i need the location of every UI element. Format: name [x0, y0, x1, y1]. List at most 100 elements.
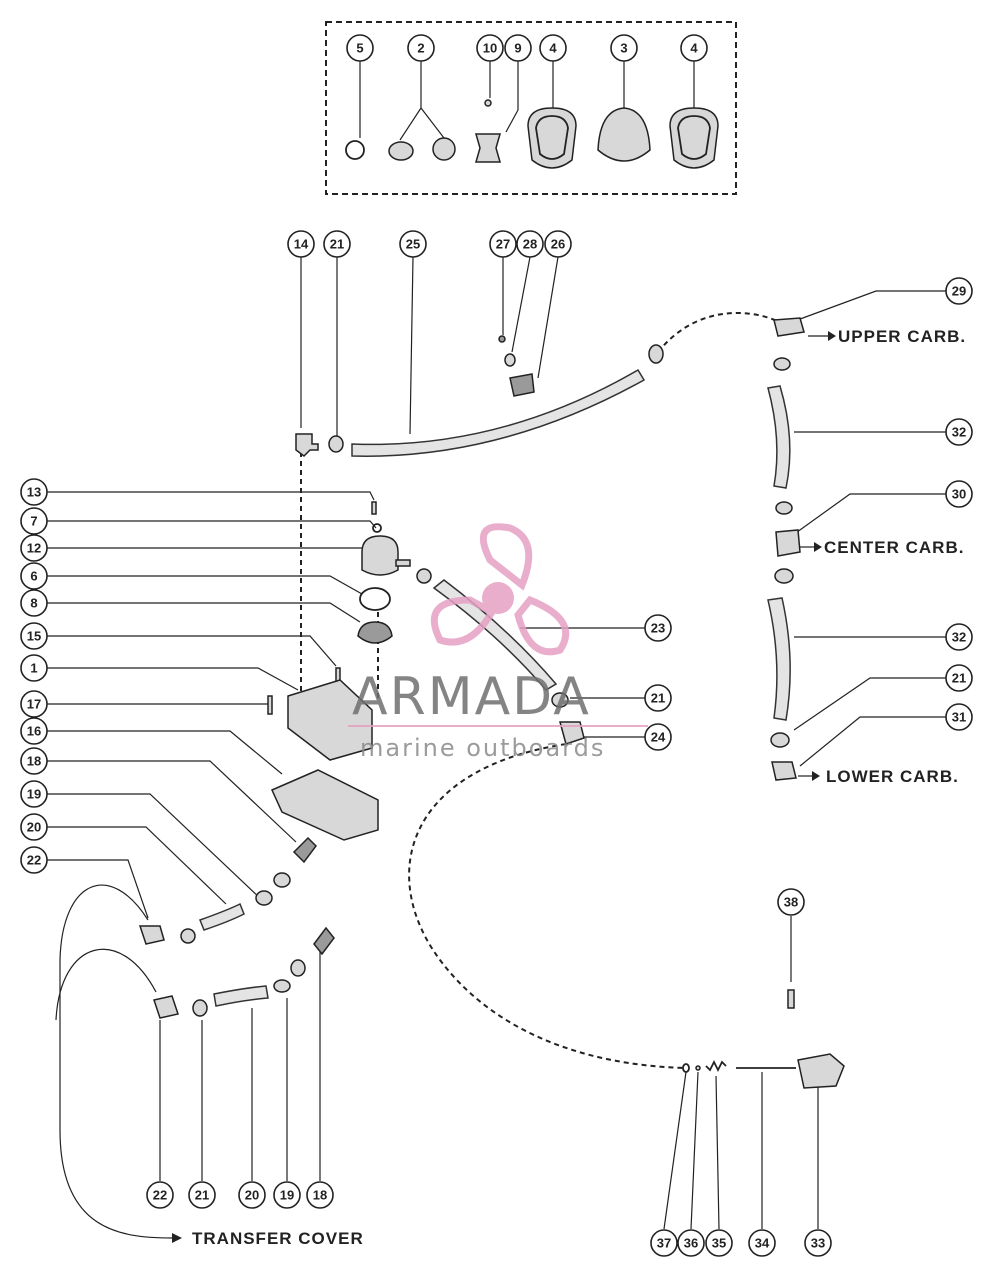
clamp-near-bowl — [416, 568, 432, 584]
clamp-30-below — [774, 568, 794, 584]
callout-kit-1: 2 — [407, 34, 435, 62]
callout-number: 32 — [952, 630, 966, 645]
callout-number: 13 — [27, 485, 41, 500]
fuel-hose-20-upper — [199, 902, 245, 931]
callout-bottom-left-3: 19 — [273, 1181, 301, 1209]
callout-kit-3: 9 — [504, 34, 532, 62]
pump-cover-16 — [271, 769, 379, 841]
tee-fitting-29 — [773, 317, 805, 337]
screw-27 — [498, 335, 506, 343]
clamp-21-mid — [551, 692, 569, 708]
hose-clamp-upper — [648, 344, 664, 364]
washer-19-lower — [290, 959, 306, 977]
callout-right-col-4: 21 — [945, 664, 973, 692]
pump-body-1 — [287, 679, 373, 761]
fuel-hose-20-lower — [213, 985, 269, 1007]
callout-number: 15 — [27, 629, 41, 644]
armada-watermark: ARMADA marine outboards — [348, 523, 648, 762]
callout-left-col-6: 1 — [20, 654, 48, 682]
spring-19-upper — [255, 890, 273, 906]
callout-number: 10 — [483, 41, 497, 56]
callout-bottom-right-0: 37 — [650, 1229, 678, 1257]
callout-number: 28 — [523, 237, 537, 252]
bowl-outlet-12 — [395, 559, 411, 567]
callout-number: 22 — [27, 853, 41, 868]
callout-bottom-right-2: 35 — [705, 1229, 733, 1257]
washer-7 — [372, 523, 382, 533]
callout-number: 8 — [30, 596, 37, 611]
callout-kit-0: 5 — [346, 34, 374, 62]
callout-number: 35 — [712, 1236, 726, 1251]
screw-17 — [267, 695, 273, 715]
callout-left-col-12: 22 — [20, 846, 48, 874]
callout-left-col-2: 12 — [20, 534, 48, 562]
callout-right-col-1: 32 — [945, 418, 973, 446]
callout-left-col-4: 8 — [20, 589, 48, 617]
callout-mid-3: 38 — [777, 888, 805, 916]
callout-number: 36 — [684, 1236, 698, 1251]
callout-number: 18 — [27, 754, 41, 769]
callout-left-col-9: 18 — [20, 747, 48, 775]
callout-top-row-3: 27 — [489, 230, 517, 258]
callout-number: 26 — [551, 237, 565, 252]
callout-number: 37 — [657, 1236, 671, 1251]
callout-number: 16 — [27, 724, 41, 739]
callout-number: 1 — [30, 661, 37, 676]
callout-right-col-0: 29 — [945, 277, 973, 305]
repair-kit-box — [325, 21, 737, 195]
transfer-cover-label: TRANSFER COVER — [192, 1229, 364, 1248]
hose-clamp-21-top — [328, 435, 344, 453]
lower-carb-label: LOWER CARB. — [826, 767, 959, 786]
ball-36 — [695, 1065, 701, 1071]
callout-top-row-2: 25 — [399, 230, 427, 258]
callout-number: 3 — [620, 41, 627, 56]
watermark-title: ARMADA — [352, 667, 591, 727]
callout-right-col-5: 31 — [945, 703, 973, 731]
callout-number: 21 — [195, 1188, 209, 1203]
fitting-24 — [559, 721, 585, 745]
fitting-18-lower — [313, 926, 335, 956]
callout-kit-2: 10 — [476, 34, 504, 62]
callout-number: 19 — [27, 787, 41, 802]
fuel-hose-32-upper — [767, 385, 791, 489]
o-ring-6 — [359, 587, 391, 611]
washer-19-upper — [273, 872, 291, 888]
clamp-21-lower-left — [192, 999, 208, 1017]
callout-bottom-left-4: 18 — [306, 1181, 334, 1209]
screw-38 — [787, 989, 795, 1009]
clamp-29-below — [773, 357, 791, 371]
primer-valve-33 — [797, 1053, 845, 1089]
callout-left-col-8: 16 — [20, 717, 48, 745]
clamp-21-lower — [770, 732, 790, 748]
watermark-subtitle: marine outboards — [360, 734, 605, 762]
callout-bottom-right-4: 33 — [804, 1229, 832, 1257]
callout-bottom-left-2: 20 — [238, 1181, 266, 1209]
callout-number: 38 — [784, 895, 798, 910]
callout-number: 19 — [280, 1188, 294, 1203]
callout-number: 20 — [27, 820, 41, 835]
callout-top-row-5: 26 — [544, 230, 572, 258]
callout-number: 24 — [651, 730, 666, 745]
screw-13 — [371, 501, 377, 515]
fittings-and-parts — [138, 317, 845, 1089]
callout-number: 17 — [27, 697, 41, 712]
elbow-fitting-14 — [295, 433, 319, 457]
callout-number: 29 — [952, 284, 966, 299]
callout-number: 12 — [27, 541, 41, 556]
spring-35 — [705, 1059, 727, 1073]
clamp-21-upper — [180, 928, 196, 944]
callout-number: 25 — [406, 237, 420, 252]
callout-left-col-1: 7 — [20, 507, 48, 535]
callout-number: 4 — [549, 41, 557, 56]
callout-bottom-left-0: 22 — [146, 1181, 174, 1209]
clamp-30-above — [775, 501, 793, 515]
callout-left-col-11: 20 — [20, 813, 48, 841]
kit-parts — [345, 61, 719, 169]
callout-number: 33 — [811, 1236, 825, 1251]
callout-number: 9 — [514, 41, 521, 56]
destination-arrows — [55, 331, 836, 1243]
filter-element-8 — [357, 621, 393, 644]
callout-number: 20 — [245, 1188, 259, 1203]
callout-bottom-right-3: 34 — [748, 1229, 776, 1257]
